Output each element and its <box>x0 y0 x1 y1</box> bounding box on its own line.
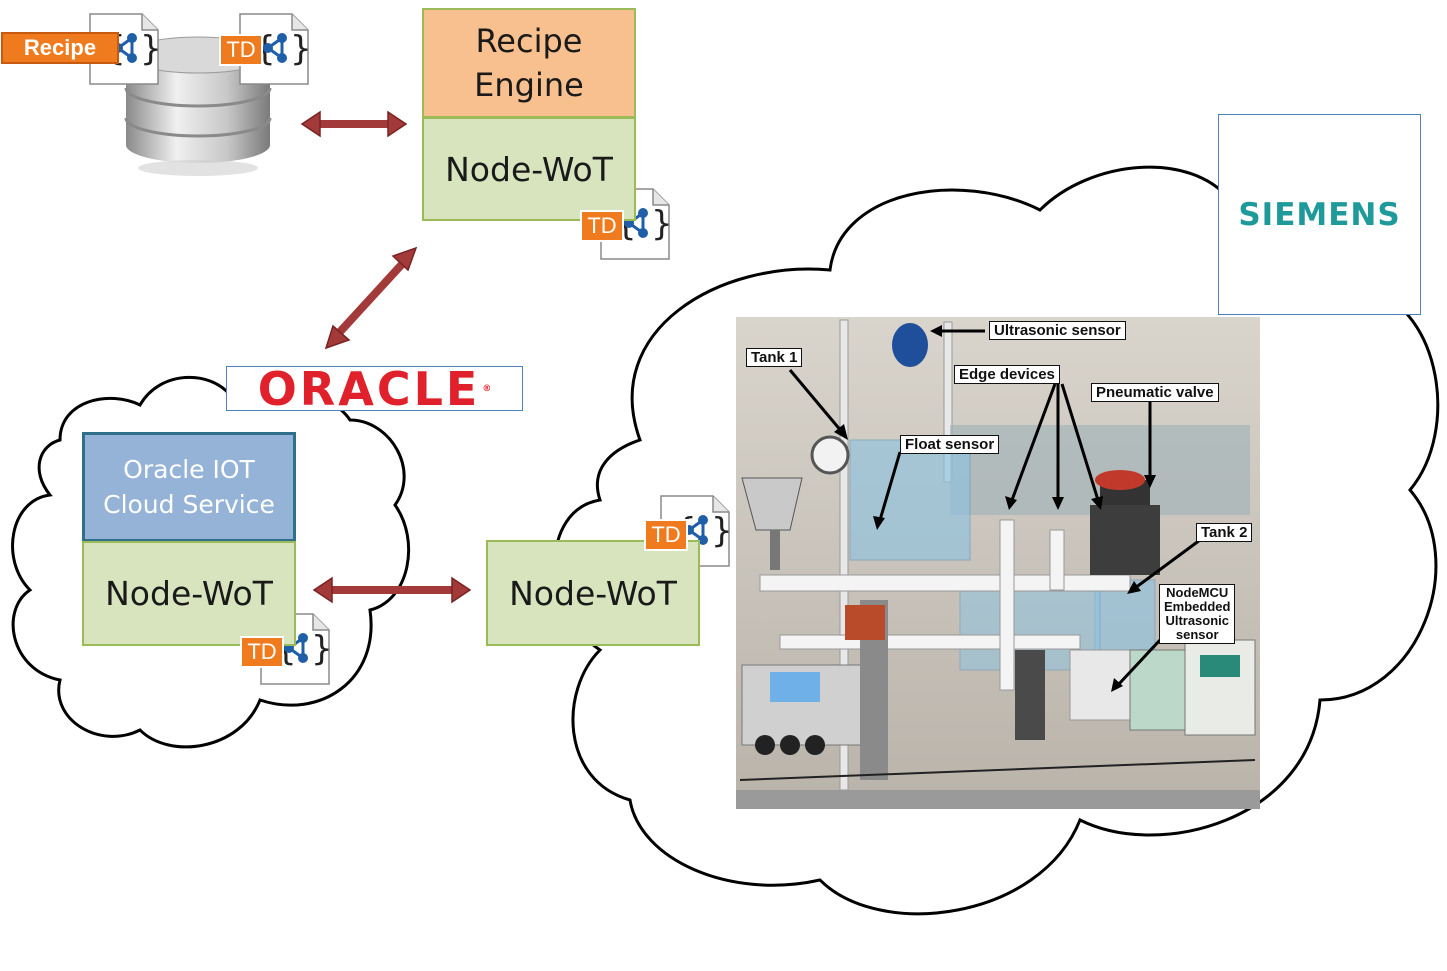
td-tag-db: TD <box>219 34 263 66</box>
label-edge-devices: Edge devices <box>954 365 1060 384</box>
oracle-logo: ORACLE® <box>226 362 523 416</box>
recipe-engine-box: Recipe Engine <box>422 8 636 118</box>
label-nodemcu-sensor: NodeMCU Embedded Ultrasonic sensor <box>1159 584 1236 644</box>
node-wot-engine-box: Node-WoT <box>422 117 636 221</box>
node-wot-siemens-box: Node-WoT <box>486 540 700 646</box>
oracle-iot-cloud-service-box: Oracle IOT Cloud Service <box>82 432 296 542</box>
label-tank-1: Tank 1 <box>746 348 803 367</box>
label-tank-2: Tank 2 <box>1196 523 1253 542</box>
arrow-engine-to-oracle <box>324 246 418 350</box>
td-tag-oracle: TD <box>240 636 284 668</box>
arrow-oracle-to-siemens <box>312 576 472 604</box>
siemens-logo: SIEMENS <box>1218 114 1421 315</box>
label-pneumatic-valve: Pneumatic valve <box>1091 383 1219 402</box>
recipe-tag: Recipe <box>1 32 119 64</box>
label-ultrasonic-sensor: Ultrasonic sensor <box>989 321 1126 340</box>
node-wot-oracle-box: Node-WoT <box>82 541 296 646</box>
label-float-sensor: Float sensor <box>900 435 1000 454</box>
arrow-db-to-engine <box>300 110 408 138</box>
td-tag-siemens: TD <box>644 519 688 551</box>
td-tag-engine: TD <box>580 210 624 242</box>
